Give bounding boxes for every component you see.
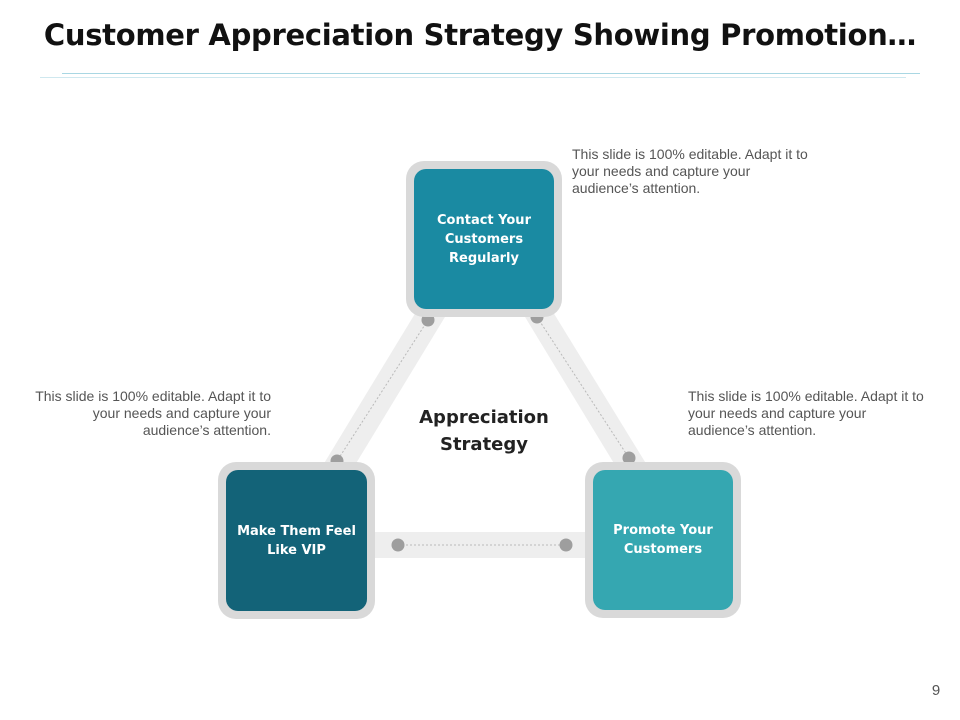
node-promote-customers-label: Promote Your Customers: [593, 470, 733, 610]
connector-left-arm: [320, 312, 448, 470]
page-number: 9: [931, 682, 941, 699]
connector-dot: [622, 451, 636, 465]
node-contact-customers: Contact Your Customers Regularly: [406, 161, 562, 317]
node-make-vip: Make Them Feel Like VIP: [218, 462, 375, 619]
node-contact-customers-label: Contact Your Customers Regularly: [414, 169, 554, 309]
connector-dot: [559, 538, 573, 552]
title-underline-secondary: [40, 77, 906, 78]
connector-right-line: [536, 316, 630, 459]
note-top: This slide is 100% editable. Adapt it to…: [572, 146, 808, 196]
note-right: This slide is 100% editable. Adapt it to…: [688, 388, 924, 438]
connector-dot: [391, 538, 405, 552]
title-underline: [62, 73, 920, 74]
note-left: This slide is 100% editable. Adapt it to…: [35, 388, 271, 438]
slide-title: Customer Appreciation Strategy Showing P…: [43, 18, 917, 52]
connector-right-arm: [522, 312, 650, 470]
center-label: Appreciation Strategy: [419, 407, 549, 455]
node-promote-customers: Promote Your Customers: [585, 462, 741, 618]
node-make-vip-label: Make Them Feel Like VIP: [226, 470, 367, 611]
